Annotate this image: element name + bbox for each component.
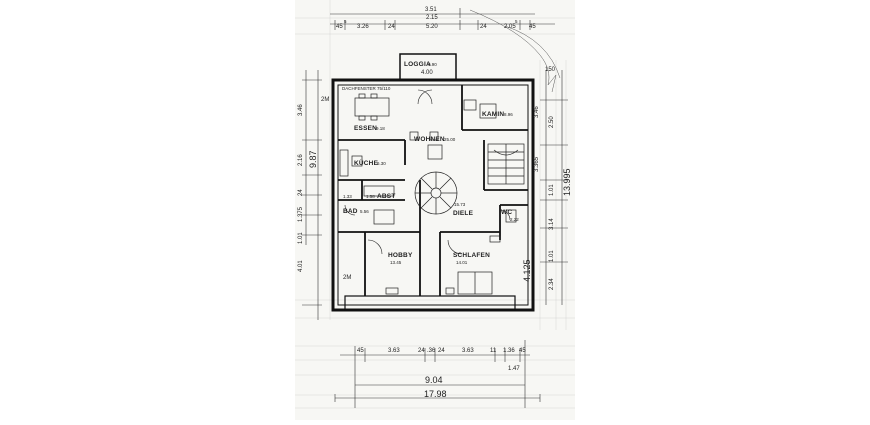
- room-hobby: HOBBY: [388, 252, 413, 259]
- spiral-staircase: [414, 171, 458, 215]
- dim-top-2-05: 2.05: [504, 24, 516, 30]
- dim-top-24-right: 24: [480, 24, 487, 30]
- sketch-curve: [469, 9, 550, 86]
- dim-top-5-20: 5.20: [426, 24, 438, 30]
- dim-right-3-365: 3.365: [534, 156, 540, 172]
- dim-top-24-left: 24: [388, 24, 395, 30]
- right-dimensions: 3.46 2.50 3.365 13.995 1.01 4.125 3.14 2…: [522, 106, 572, 290]
- dim-right-13-995: 13.995: [562, 168, 572, 196]
- door-swings: [344, 89, 511, 255]
- room-wc: WC: [501, 209, 512, 216]
- dim-bottom-24-right: 24: [438, 348, 445, 354]
- right-dimension-lines: [540, 70, 568, 305]
- room-loggia: LOGGIA: [404, 61, 431, 68]
- bottom-dimensions: 45 3.63 24 .36 24 3.63 11 1.36 45 9.04 1…: [357, 348, 526, 399]
- room-essen-area: 9.18: [376, 126, 385, 131]
- loggia-width: 4.00: [421, 70, 433, 76]
- dim-bottom-45: 45: [357, 348, 364, 354]
- dim-right-3-46: 3.46: [534, 106, 540, 118]
- dim-left-1-375: 1.375: [298, 206, 304, 222]
- dim-bottom-1-36: 1.36: [503, 348, 515, 354]
- dim-top-3-26: 3.26: [357, 24, 369, 30]
- outer-walls: [331, 53, 535, 312]
- dim-bottom-24-left: 24: [418, 348, 425, 354]
- room-kamin: KAMIN: [482, 111, 504, 118]
- dim-top-3-51: 3.51: [425, 7, 437, 13]
- dim-top-150: 150: [545, 67, 556, 73]
- dim-left-1-01: 1.01: [298, 232, 304, 244]
- dim-bottom-45-right: 45: [519, 348, 526, 354]
- dim-left-9-87: 9.87: [308, 150, 318, 168]
- dim-top-2-15: 2.15: [426, 15, 438, 21]
- room-small-area: 1.33: [343, 194, 352, 199]
- interior-walls: [338, 85, 528, 296]
- dim-bottom-1-47: 1.47: [508, 366, 520, 372]
- sketch-curve-2: [504, 25, 561, 79]
- room-diele-area: 15.73: [454, 202, 466, 207]
- dim-bottom-3-63-left: 3.63: [388, 348, 400, 354]
- sketch-curve-3: [547, 74, 557, 93]
- room-wohnen-area: 25.00: [444, 137, 456, 142]
- dim-bottom-3-63-right: 3.63: [462, 348, 474, 354]
- dim-left-2-16: 2.16: [298, 154, 304, 166]
- room-wc-area: 2.22: [510, 217, 519, 222]
- top-dimension-lines: [330, 8, 555, 30]
- dim-bottom-9-04: 9.04: [425, 375, 443, 385]
- dim-top-45: 45: [336, 24, 343, 30]
- room-abst: ABST: [377, 193, 396, 200]
- label-2m-bottom: 2M: [343, 275, 351, 281]
- label-2m-top: 2M: [321, 97, 329, 103]
- dim-right-1-01-top: 1.01: [549, 184, 555, 196]
- dim-right-2-50: 2.50: [549, 116, 555, 128]
- dim-left-3-46: 3.46: [298, 104, 304, 116]
- room-schlafen: SCHLAFEN: [453, 252, 490, 259]
- room-kueche: KÜCHE: [354, 158, 379, 167]
- dim-left-24: 24: [298, 189, 304, 196]
- left-dimension-lines: [302, 70, 322, 320]
- dim-bottom-11: 11: [490, 348, 497, 354]
- room-bad-area: 5.56: [360, 209, 369, 214]
- room-schlafen-area: 14.01: [456, 260, 468, 265]
- room-diele: DIELE: [453, 210, 474, 217]
- dim-top-45-exp: 5: [344, 19, 347, 24]
- top-dimensions: 3.51 2.15 5.20 45 5 3.26 24 24 2.05 5 45…: [336, 7, 556, 73]
- dim-top-2-05-exp: 5: [515, 19, 518, 24]
- room-labels: LOGGIA 9.90 4.00 DACHFENSTER 75/110 2M K…: [321, 61, 519, 281]
- dachfenster-label: DACHFENSTER 75/110: [342, 86, 391, 91]
- dim-right-1-01-bottom: 1.01: [549, 250, 555, 262]
- room-essen: ESSEN: [354, 125, 377, 132]
- room-wohnen: WOHNEN: [414, 136, 445, 143]
- room-hobby-area: 13.45: [390, 260, 402, 265]
- dim-bottom-36: .36: [427, 348, 436, 354]
- room-abst-area: 1.58: [366, 194, 375, 199]
- room-loggia-area: 9.90: [428, 62, 437, 67]
- room-kueche-area: 6.30: [377, 161, 386, 166]
- bottom-dimension-lines: [334, 340, 541, 408]
- dim-right-3-14: 3.14: [549, 218, 555, 230]
- dim-top-45-right: 45: [529, 24, 536, 30]
- dim-bottom-17-98: 17.98: [424, 389, 447, 399]
- room-bad: BAD: [343, 208, 358, 215]
- dim-right-2-34: 2.34: [549, 278, 555, 290]
- left-dimensions: 3.46 9.87 2.16 24 1.375 1.01 4.01: [298, 104, 318, 272]
- furniture: [339, 93, 517, 295]
- dim-right-4-125: 4.125: [522, 259, 532, 282]
- room-kamin-area: 8.96: [504, 112, 513, 117]
- straight-staircase: [487, 143, 525, 185]
- grid-lines: [295, 0, 575, 409]
- dim-left-4-01: 4.01: [298, 260, 304, 272]
